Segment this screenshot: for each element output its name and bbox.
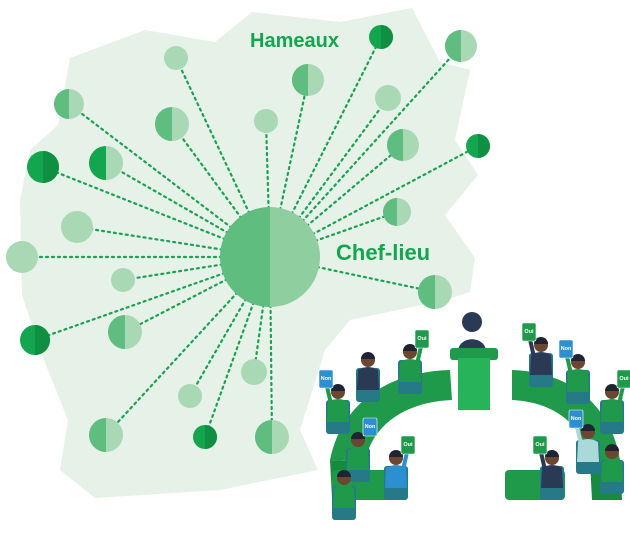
council-member-icon: Non [318,369,350,434]
hamlet-icon [387,129,419,161]
hamlet-icon [254,109,278,133]
council-member-icon: Oui [398,329,430,394]
hamlet-icon [54,89,84,119]
hamlet-icon [111,268,135,292]
connection-line [264,119,272,259]
hamlet-icon [193,425,217,449]
vote-card-icon: Oui [521,322,537,342]
vote-no-text: Non [561,346,572,352]
council-member-icon [356,352,380,402]
connection-line [268,255,437,294]
council-member-icon: Oui [532,435,564,500]
connection-line [268,210,399,259]
vote-no-text: Non [321,376,332,382]
vote-card-icon: Non [558,339,574,359]
hamlet-icon [61,211,93,243]
vote-card-icon: Oui [414,329,430,349]
hamlets-group [6,25,490,454]
council-member-icon: Non [346,417,378,482]
hamlet-icon [108,315,142,349]
vote-yes-text: Oui [417,336,427,342]
council-member-icon: Oui [521,322,553,387]
vote-no-text: Non [365,424,376,430]
connection-line [170,122,272,259]
hamlet-icon [89,146,123,180]
council-member-icon: Oui [384,435,416,500]
hamlet-icon [155,107,189,141]
vote-yes-text: Oui [403,442,413,448]
vote-card-icon: Oui [532,435,548,455]
hamlet-icon [466,134,490,158]
hamlet-icon [27,151,59,183]
vote-yes-text: Oui [524,329,534,335]
hamlet-icon [375,85,401,111]
hamlet-icon [292,64,324,96]
vote-yes-text: Oui [535,442,545,448]
council-desk-right [512,370,620,462]
vote-card-icon: Non [568,409,584,429]
hamlet-icon [89,418,123,452]
council-member-icon: Oui [600,369,630,434]
hamlet-icon [445,30,477,62]
council-member-icon [332,470,356,520]
vote-card-icon: Oui [400,435,416,455]
hamlet-icon [418,275,452,309]
hamlet-icon [369,25,393,49]
hamlets-label: Hameaux [250,30,339,52]
connection-line [104,255,272,437]
podium-icon [450,312,498,410]
council-member-icon [600,444,624,494]
hamlet-icon [383,198,411,226]
vote-no-text: Non [571,416,582,422]
vote-card-icon: Non [362,417,378,437]
hamlet-icon [178,384,202,408]
vote-yes-text: Oui [619,376,629,382]
hamlet-icon [20,325,50,355]
chief-town-label: Chef-lieu [336,240,431,265]
council-member-icon: Non [568,409,600,474]
hamlet-icon [255,420,289,454]
hamlet-icon [241,359,267,385]
vote-card-icon: Non [318,369,334,389]
chief-town-icon [220,207,320,307]
connection-line [41,165,272,259]
hamlet-icon [164,46,188,70]
vote-card-icon: Oui [616,369,630,389]
hamlet-icon [6,241,38,273]
council-member-icon: Non [558,339,590,404]
